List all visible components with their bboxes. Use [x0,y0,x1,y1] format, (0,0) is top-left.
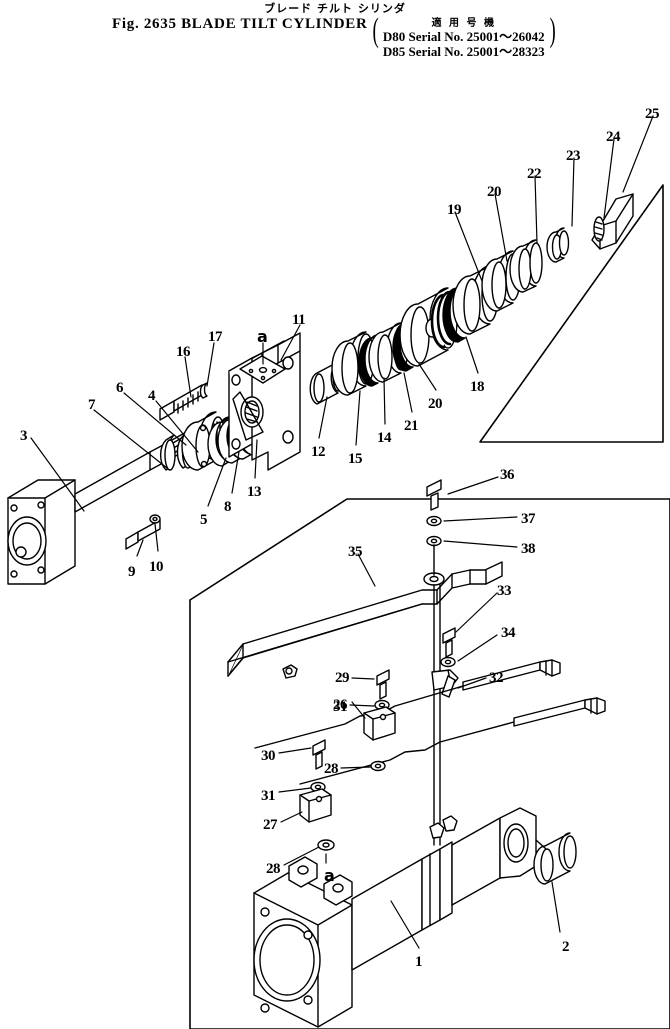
part-callout-19: 19 [447,202,462,218]
bolt-part-30 [312,739,326,770]
part-callout-16: 16 [176,344,191,360]
clamp-block-part-27 [299,788,332,823]
japanese-subtitle: ブレード チルト シリンダ [264,2,406,15]
part-callout-33: 33 [497,583,512,599]
bolt-part-33 [442,627,456,658]
part-callout-a: a [257,327,268,346]
part-callout-17: 17 [208,329,223,345]
paren-open: ( [372,12,379,49]
part-callout-a: a [324,866,335,885]
part-callout-6: 6 [116,380,124,396]
bushing-install-line [535,839,547,850]
part-callout-18: 18 [470,379,485,395]
part-callout-4: 4 [148,388,156,404]
bolt-part-9 [125,519,161,550]
part-callout-5: 5 [200,512,208,528]
part-callout-31: 31 [261,788,276,804]
part-callout-7: 7 [88,397,96,413]
part-callout-9: 9 [128,564,136,580]
bolt-part-16 [159,384,203,421]
japanese-applicable-label: 適 用 号 機 [431,18,496,29]
part-callout-38: 38 [521,541,536,557]
part-callout-25: 25 [645,106,660,122]
part-callout-11: 11 [292,312,306,328]
washer-part-10 [149,514,161,524]
washer-part-24 [546,227,570,263]
split-ring-part-23 [509,239,543,293]
part-callout-3: 3 [20,428,28,444]
piston-rod-part-3 [7,429,210,585]
part-callout-32: 32 [489,670,504,686]
long-rod [433,584,441,846]
part-callout-2: 2 [562,939,570,955]
cylinder-assembly-part-1 [253,807,537,1028]
part-callout-21: 21 [404,418,419,434]
part-callout-36: 36 [500,467,515,483]
serial-line-d85: D85 Serial No. 25001～28323 [382,44,545,59]
washer-part-28-lower [317,839,335,851]
leader-lines [30,115,654,949]
part-callout-31: 31 [333,699,348,715]
part-callout-35: 35 [348,544,363,560]
part-callout-27: 27 [263,817,278,833]
part-callout-23: 23 [566,148,581,164]
cylinder-head-part-11 [228,332,301,471]
part-callout-8: 8 [224,499,232,515]
figure-title-row: Fig. 2635 BLADE TILT CYLINDER ( 適 用 号 機 … [0,12,670,60]
serial-column: 適 用 号 機 D80 Serial No. 25001～26042 D85 S… [383,16,545,59]
figure-label: Fig. 2635 BLADE TILT CYLINDER [112,16,368,32]
part-callout-22: 22 [527,166,542,182]
part-callout-28: 28 [324,761,339,777]
bolt-part-29 [376,669,390,700]
part-callout-26: 26 [333,697,348,713]
part-callout-10: 10 [149,559,164,575]
hydraulic-tubes-part-32 [462,659,606,727]
bushing-part-2 [533,832,577,885]
title-block: ブレード チルト シリンダ Fig. 2635 BLADE TILT CYLIN… [0,2,670,59]
washer-part-38 [426,535,442,547]
part-callout-37: 37 [521,511,536,527]
clamp-block-part-26 [363,706,396,741]
clamp-part-under-34 [431,669,459,698]
part-callout-24: 24 [606,129,621,145]
part-callout-30: 30 [261,748,276,764]
part-callout-34: 34 [501,625,516,641]
part-callout-13: 13 [247,484,262,500]
part-callout-29: 29 [335,670,350,686]
paren-close: ) [549,12,556,49]
nut-part-25 [591,193,634,250]
serial-line-d80: D80 Serial No. 25001～26042 [382,29,545,44]
part-callout-12: 12 [311,444,326,460]
part-callout-20: 20 [428,396,443,412]
part-callout-28: 28 [266,861,281,877]
part-callout-15: 15 [348,451,363,467]
part-callout-14: 14 [377,430,392,446]
part-callout-1: 1 [415,954,423,970]
upper-panel-frame [479,184,664,443]
bolt-part-36 [426,479,442,511]
washer-part-37 [426,515,442,527]
part-callout-20: 20 [487,184,502,200]
washer-part-28-upper [370,760,386,772]
washer-part-34 [440,656,456,668]
